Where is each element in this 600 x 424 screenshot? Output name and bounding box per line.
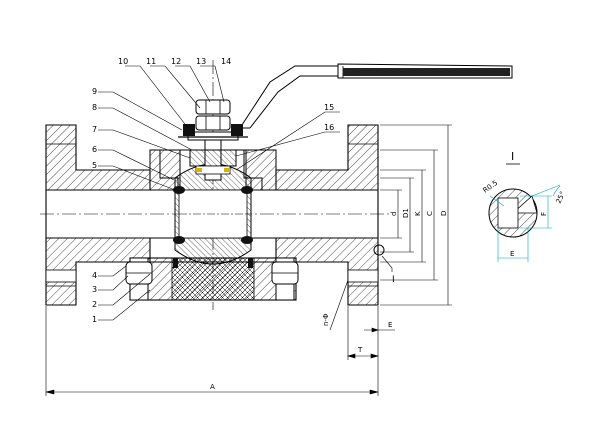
dim-a-label: A [210,383,215,391]
callout-5: 5 [92,161,97,170]
detail-marker-circle [373,244,385,256]
callout-9: 9 [92,87,97,96]
callout-12: 12 [171,57,181,66]
body-bolts [125,257,299,301]
callout-10: 10 [118,57,128,66]
callout-2: 2 [92,300,97,309]
callout-16: 16 [324,123,334,132]
detail-title: I [511,150,514,163]
callout-1: 1 [92,315,97,324]
dim-bolt-holes-label: n-Φ [322,313,330,326]
dim-d1-label: D1 [402,208,410,218]
callout-13: 13 [196,57,206,66]
callout-15: 15 [324,103,334,112]
seat-rings [173,186,253,268]
detail-radius-label: R0.5 [482,179,500,195]
callout-7: 7 [92,125,97,134]
detail-f-label: F [540,212,548,216]
callout-labels: 1 2 3 4 5 6 7 8 9 10 11 12 13 14 15 16 I [92,57,395,324]
dim-d-label: D [440,211,448,216]
dim-bore-label: d [390,212,398,216]
stem-assembly [178,99,248,181]
dim-c-label: C [426,211,434,216]
callout-14: 14 [221,57,231,66]
callout-6: 6 [92,145,97,154]
callout-4: 4 [92,271,97,280]
dim-t-label: T [357,346,363,354]
detail-e-label: E [510,250,514,258]
dim-k-label: K [414,211,422,216]
callout-8: 8 [92,103,97,112]
dim-e-label: E [388,321,392,329]
handle-lever [239,63,513,129]
detail-angle-label: 25° [555,190,568,205]
ball [174,163,252,265]
detail-view: I R0.5 25° E F [482,150,568,262]
dimension-lines [45,124,452,396]
callout-3: 3 [92,285,97,294]
leader-lines [98,65,393,321]
dimension-labels: A T E D C K D1 d n-Φ [210,208,448,391]
callout-11: 11 [146,57,156,66]
